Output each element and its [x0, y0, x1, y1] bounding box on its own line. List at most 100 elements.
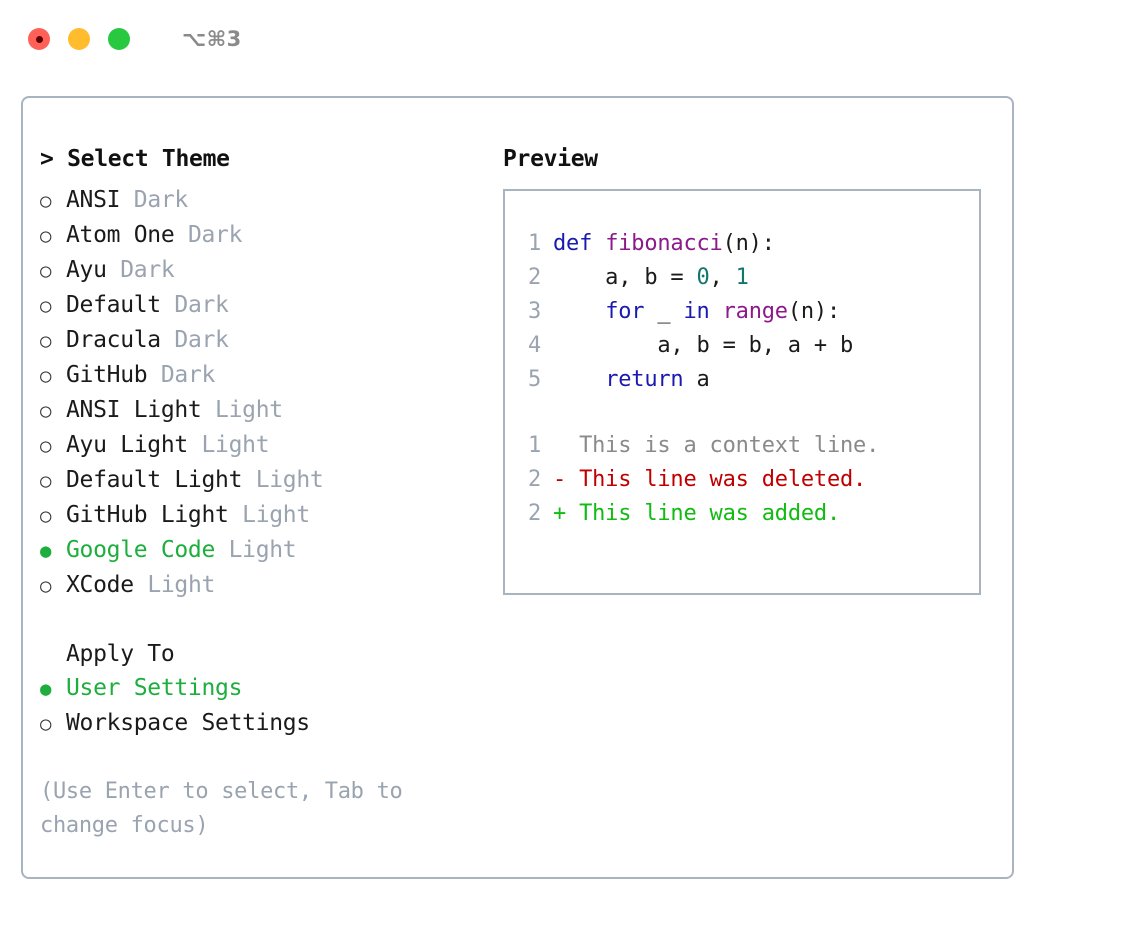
- apply-to-option-list[interactable]: ● User Settings ○ Workspace Settings: [40, 671, 503, 741]
- code-token: a, b = b, a + b: [553, 333, 854, 358]
- radio-unselected-icon: ○: [40, 330, 52, 352]
- label-space: [174, 218, 188, 252]
- code-token: return: [605, 367, 684, 392]
- theme-variant-tag: Light: [215, 397, 283, 423]
- diff-line-content: This line was deleted.: [566, 467, 867, 492]
- theme-variant-tag: Dark: [133, 187, 189, 213]
- radio-unselected-icon: ○: [40, 713, 52, 735]
- apply-to-option-label: User Settings: [66, 675, 243, 701]
- code-line: 2 a, b = 0, 1: [523, 261, 979, 295]
- radio-selected-icon: ●: [40, 540, 52, 562]
- diff-sign: +: [553, 501, 567, 526]
- label-space: [242, 463, 256, 497]
- code-line-number: 1: [527, 231, 541, 256]
- code-token: def: [553, 231, 606, 256]
- theme-option-github[interactable]: ○GitHub Dark: [40, 358, 503, 393]
- theme-variant-tag: Dark: [174, 292, 229, 318]
- code-line-content: a, b = b, a + b: [553, 329, 853, 363]
- code-token: (n):: [787, 299, 841, 324]
- theme-option-label: Default: [66, 292, 161, 318]
- code-token: a, b =: [553, 265, 697, 290]
- theme-option-label: Dracula: [66, 327, 161, 353]
- code-token: range: [722, 299, 788, 324]
- code-token: ,: [709, 265, 736, 290]
- theme-option-label: Ayu: [66, 257, 107, 283]
- theme-variant-tag: Dark: [120, 257, 175, 283]
- theme-option-google-code[interactable]: ● Google Code Light: [40, 533, 503, 568]
- code-line-number: 2: [527, 265, 541, 290]
- close-button-icon[interactable]: [28, 28, 50, 50]
- radio-unselected-icon: ○: [40, 470, 52, 492]
- theme-option-default[interactable]: ○ Default Dark: [40, 288, 503, 323]
- code-line: 4 a, b = b, a + b: [523, 329, 979, 363]
- maximize-button-icon[interactable]: [108, 28, 130, 50]
- radio-unselected-icon: ○: [40, 295, 52, 317]
- theme-variant-tag: Light: [242, 502, 310, 528]
- theme-option-default-light[interactable]: ○ Default Light Light: [40, 463, 503, 498]
- code-token: (n):: [722, 231, 775, 256]
- theme-option-label: Google Code: [66, 537, 216, 563]
- label-space: [229, 498, 243, 532]
- radio-unselected-icon: ○: [40, 400, 52, 422]
- keyboard-hint-text: (Use Enter to select, Tab to change focu…: [40, 779, 403, 838]
- theme-variant-tag: Light: [255, 467, 324, 493]
- theme-option-dracula[interactable]: ○Dracula Dark: [40, 323, 503, 358]
- label-space: [201, 393, 215, 427]
- diff-line-content: This is a context line.: [566, 433, 880, 458]
- label-space: [188, 428, 202, 462]
- apply-to-header: Apply To: [66, 641, 175, 667]
- apply-to-option-label: Workspace Settings: [66, 710, 310, 736]
- theme-option-atom-one[interactable]: ○Atom One Dark: [40, 218, 503, 253]
- code-line: 1 def fibonacci(n):: [523, 227, 979, 261]
- label-space: [161, 323, 175, 357]
- theme-variant-tag: Dark: [187, 222, 243, 248]
- theme-variant-tag: Light: [147, 572, 216, 598]
- theme-option-ansi[interactable]: ○ANSI Dark: [40, 183, 503, 218]
- code-token: 0: [696, 265, 710, 290]
- code-token: for: [605, 299, 645, 324]
- theme-variant-tag: Light: [228, 537, 297, 563]
- theme-option-github-light[interactable]: ○GitHub Light Light: [40, 498, 503, 533]
- theme-option-label: Ayu Light: [66, 432, 188, 458]
- theme-option-label: Atom One: [66, 222, 175, 248]
- code-token: [553, 299, 605, 324]
- preview-header: Preview: [503, 146, 598, 172]
- code-line-content: a, b = 0, 1: [553, 261, 749, 295]
- code-token: [553, 367, 605, 392]
- label-space: [147, 358, 161, 392]
- diff-line: 2- This line was deleted.: [523, 463, 979, 497]
- theme-option-label: XCode: [66, 572, 134, 598]
- theme-selector-column: > Select Theme ○ANSI Dark○Atom One Dark○…: [23, 98, 503, 877]
- radio-unselected-icon: ○: [40, 435, 52, 457]
- diff-line-content: This line was added.: [566, 501, 840, 526]
- apply-to-option-workspace-settings[interactable]: ○ Workspace Settings: [40, 706, 503, 741]
- radio-selected-icon: ●: [40, 678, 52, 700]
- theme-option-label: Default Light: [66, 467, 243, 493]
- minimize-button-icon[interactable]: [68, 28, 90, 50]
- theme-option-label: ANSI: [66, 187, 121, 213]
- code-token: fibonacci: [605, 231, 723, 256]
- radio-unselected-icon: ○: [40, 260, 52, 282]
- theme-option-ayu-light[interactable]: ○Ayu Light Light: [40, 428, 503, 463]
- radio-unselected-icon: ○: [40, 575, 52, 597]
- radio-unselected-icon: ○: [40, 505, 52, 527]
- code-token: in: [683, 299, 710, 324]
- theme-option-ansi-light[interactable]: ○ANSI Light Light: [40, 393, 503, 428]
- theme-option-ayu[interactable]: ○ Ayu Dark: [40, 253, 503, 288]
- diff-line-number: 1: [527, 433, 541, 458]
- diff-line: 1 This is a context line.: [523, 429, 979, 463]
- theme-option-list[interactable]: ○ANSI Dark○Atom One Dark○Ayu Dark○Defaul…: [40, 183, 503, 603]
- theme-option-xcode[interactable]: ○ XCode Light: [40, 568, 503, 603]
- main-panel: > Select Theme ○ANSI Dark○Atom One Dark○…: [21, 96, 1014, 879]
- code-line-content: for _ in range(n):: [553, 295, 840, 329]
- diff-sample: 1 This is a context line.2- This line wa…: [523, 429, 979, 531]
- apply-to-option-user-settings[interactable]: ● User Settings: [40, 671, 503, 706]
- code-line-content: return a: [553, 363, 710, 397]
- select-theme-header: > Select Theme: [40, 146, 230, 172]
- code-token: 1: [735, 265, 749, 290]
- code-line-number: 3: [527, 299, 541, 324]
- label-space: [107, 253, 121, 287]
